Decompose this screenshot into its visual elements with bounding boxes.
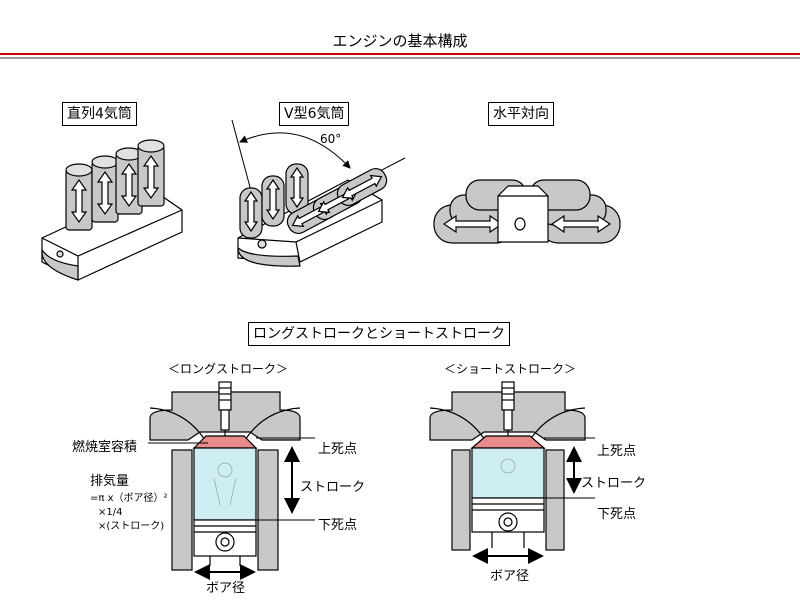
label-v6-angle: 60° bbox=[320, 132, 342, 146]
long-label-bore: ボア径 bbox=[206, 581, 246, 596]
long-label-tdc: 上死点 bbox=[318, 442, 358, 457]
inline4-engine-illustration bbox=[41, 139, 183, 281]
short-label-bdc: 下死点 bbox=[597, 507, 637, 522]
title-rule-red bbox=[0, 53, 800, 55]
short-label-tdc: 上死点 bbox=[597, 444, 637, 459]
long-stroke-title: ＜ロングストローク＞ bbox=[168, 362, 289, 376]
title-rule-gray bbox=[0, 57, 800, 59]
label-combustion-chamber: 燃焼室容積 bbox=[72, 440, 138, 455]
short-stroke-title: ＜ショートストローク＞ bbox=[444, 362, 577, 376]
short-label-bore: ボア径 bbox=[490, 569, 530, 584]
formula-line-3: ×(ストローク) bbox=[98, 521, 165, 532]
label-v6: V型6気筒 bbox=[279, 102, 350, 126]
long-label-stroke: ストローク bbox=[300, 480, 366, 495]
label-displacement: 排気量 bbox=[90, 474, 130, 489]
long-stroke-engine-illustration bbox=[148, 381, 315, 580]
short-stroke-engine-illustration bbox=[429, 381, 595, 564]
long-label-bdc: 下死点 bbox=[318, 518, 358, 533]
label-inline4: 直列4気筒 bbox=[62, 102, 137, 126]
formula-line-2: ×1/4 bbox=[98, 507, 123, 518]
short-label-stroke: ストローク bbox=[581, 476, 647, 491]
v6-engine-illustration bbox=[231, 119, 406, 267]
label-flat: 水平対向 bbox=[488, 102, 554, 126]
flat-engine-illustration bbox=[433, 179, 621, 244]
formula-line-1: =π x（ボア径）² bbox=[90, 493, 168, 504]
stroke-section-heading: ロングストロークとショートストローク bbox=[248, 322, 510, 346]
page-title: エンジンの基本構成 bbox=[332, 32, 468, 50]
